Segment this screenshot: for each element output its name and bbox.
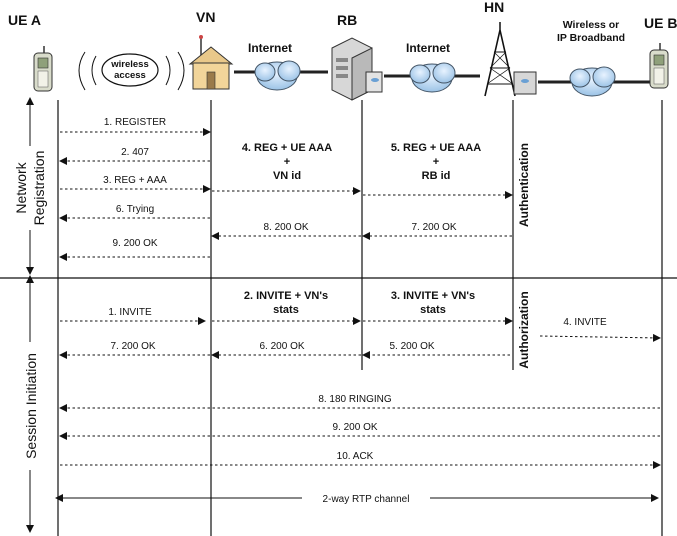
message-label: 2. 407 (121, 147, 149, 158)
message-invite-ue-vn: 1. INVITE (60, 307, 205, 321)
message-label: stats (273, 304, 299, 316)
server-icon (332, 38, 382, 100)
message-register: 1. REGISTER (60, 117, 210, 132)
message-label: RB id (422, 170, 451, 182)
hn-note-authorization: Authorization (517, 291, 531, 368)
message-label: 5. 200 OK (389, 341, 434, 352)
message-reg-ue-aaa-rb-id: 5. REG + UE AAA + RB id (363, 142, 512, 195)
message-label: 2-way RTP channel (323, 494, 410, 505)
message-180-ringing: 8. 180 RINGING (60, 394, 660, 408)
message-label: VN id (273, 170, 301, 182)
message-label: 7. 200 OK (110, 341, 155, 352)
entity-label-ue-a: UE A (8, 12, 41, 28)
message-200-ok-hn-rb: 5. 200 OK (363, 341, 510, 355)
message-200-ok-ue-b-ue-a: 9. 200 OK (60, 422, 660, 436)
message-label: + (433, 156, 439, 168)
message-label: 1. INVITE (108, 307, 152, 318)
link-label-wireless-broadband-2: IP Broadband (557, 32, 625, 44)
message-label: 10. ACK (337, 451, 374, 462)
message-label: 8. 200 OK (263, 222, 308, 233)
message-label: 3. INVITE + VN's (391, 290, 475, 302)
phase-label-session: Session Initiation (23, 353, 39, 459)
hn-note-authentication: Authentication (517, 143, 531, 227)
message-200-ok-hn-rb: 7. 200 OK (363, 222, 512, 236)
phase-label-registration-1: Network (13, 161, 29, 213)
message-ack: 10. ACK (60, 451, 660, 465)
link-label-wireless-access-2: access (114, 70, 146, 81)
message-200-ok-vn-ue: 9. 200 OK (60, 238, 210, 257)
link-label-wireless-broadband-1: Wireless or (563, 19, 620, 31)
phase-session: Session Initiation (18, 282, 42, 532)
phase-label-registration-2: Registration (31, 151, 47, 226)
wireless-access-link: wireless access (79, 52, 184, 90)
message-label: 6. Trying (116, 204, 154, 215)
entity-label-ue-b: UE B (644, 15, 677, 31)
message-label: 1. REGISTER (104, 117, 166, 128)
entity-label-vn: VN (196, 9, 215, 25)
message-label: 9. 200 OK (332, 422, 377, 433)
message-label: 7. 200 OK (411, 222, 456, 233)
message-label: 4. REG + UE AAA (242, 142, 332, 154)
message-label: 9. 200 OK (112, 238, 157, 249)
message-invite-vn-rb: 2. INVITE + VN's stats (212, 290, 360, 321)
message-label: 2. INVITE + VN's (244, 290, 328, 302)
broadband-cloud-icon (538, 67, 650, 96)
rtp-channel: 2-way RTP channel (62, 490, 658, 505)
message-label: 4. INVITE (563, 317, 607, 328)
message-label: + (284, 156, 290, 168)
message-label: 6. 200 OK (259, 341, 304, 352)
house-icon (190, 35, 232, 89)
message-label: 8. 180 RINGING (318, 394, 392, 405)
message-reg-ue-aaa-vn-id: 4. REG + UE AAA + VN id (212, 142, 360, 191)
message-200-ok-rb-vn: 8. 200 OK (212, 222, 361, 236)
internet-cloud-icon (384, 63, 480, 92)
link-label-internet-2: Internet (406, 41, 450, 55)
link-label-wireless-access-1: wireless (110, 59, 149, 70)
entity-label-hn: HN (484, 0, 504, 15)
message-invite-rb-hn: 3. INVITE + VN's stats (363, 290, 512, 321)
link-label-internet-1: Internet (248, 41, 292, 55)
message-label: stats (420, 304, 446, 316)
internet-cloud-icon (234, 61, 328, 90)
phase-registration: Network Registration (8, 104, 52, 274)
mobile-phone-icon (34, 46, 52, 91)
message-200-ok-rb-vn: 6. 200 OK (212, 341, 361, 355)
entity-label-rb: RB (337, 12, 357, 28)
message-200-ok-vn-ue: 7. 200 OK (60, 341, 210, 355)
message-invite-hn-ue-b: 4. INVITE (540, 317, 660, 338)
message-label: 3. REG + AAA (103, 175, 167, 186)
message-407: 2. 407 (60, 147, 210, 161)
message-reg-aaa: 3. REG + AAA (60, 175, 210, 189)
message-label: 5. REG + UE AAA (391, 142, 481, 154)
mobile-phone-icon (650, 43, 668, 88)
message-trying: 6. Trying (60, 204, 210, 218)
cell-tower-icon (485, 22, 536, 96)
